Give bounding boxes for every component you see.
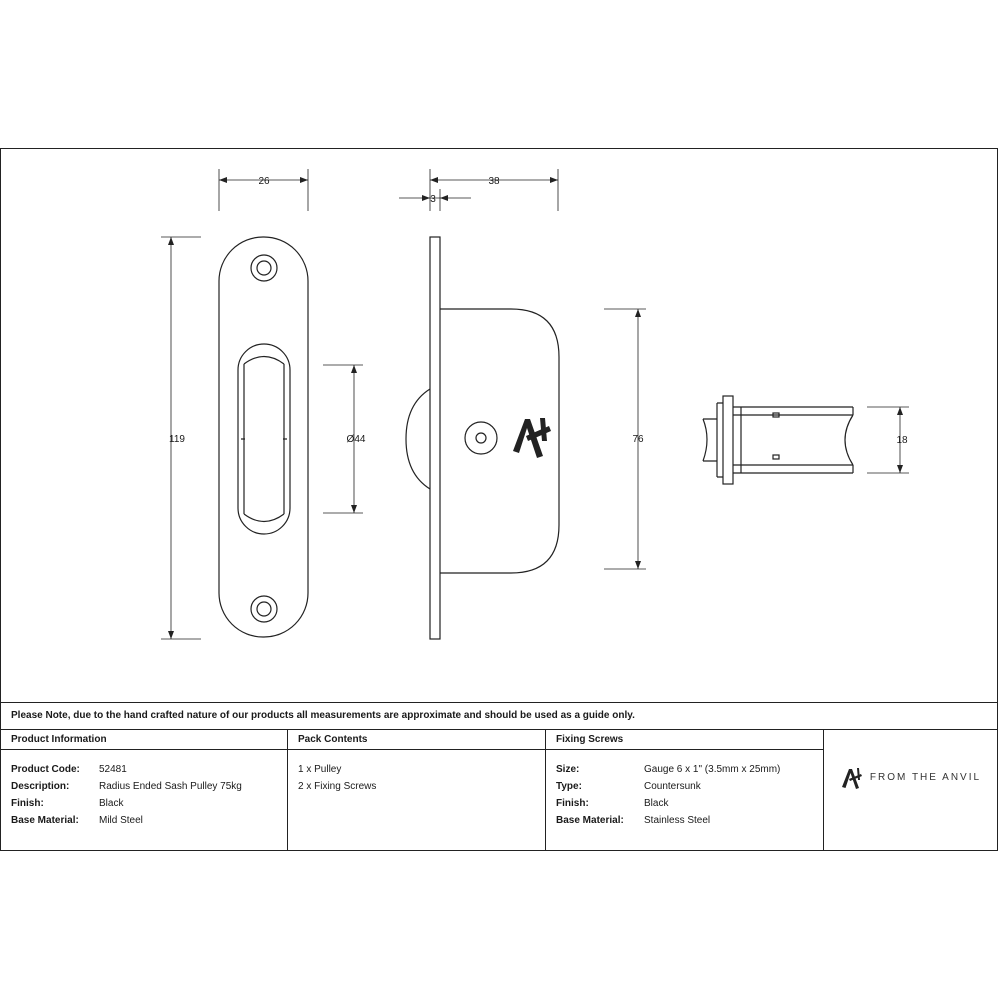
dim-front-width: 26	[258, 176, 270, 187]
base-material-label: Base Material:	[11, 815, 79, 826]
measurement-note: Please Note, due to the hand crafted nat…	[1, 702, 997, 730]
brand-logo: FROM THE ANVIL	[840, 767, 981, 789]
product-information-heading: Product Information	[1, 730, 287, 750]
finish-value: Black	[99, 798, 124, 809]
drawing-sheet: 26 119 Ø44 38 3 76 18 Please Note, due t…	[0, 148, 998, 851]
screw-size-label: Size:	[556, 764, 580, 775]
edge-view	[702, 395, 854, 485]
base-material-value: Mild Steel	[99, 815, 143, 826]
product-code-value: 52481	[99, 764, 127, 775]
anvil-a-logo-icon	[513, 418, 551, 458]
screw-row: Type: Countersunk	[546, 778, 823, 795]
screw-finish-label: Finish:	[556, 798, 589, 809]
product-row: Finish: Black	[1, 795, 287, 812]
product-row: Base Material: Mild Steel	[1, 812, 287, 829]
description-label: Description:	[11, 781, 70, 792]
dim-height: 119	[169, 434, 185, 445]
finish-label: Finish:	[11, 798, 44, 809]
dim-wheel-diameter: Ø44	[347, 434, 366, 445]
pack-contents-column: Pack Contents 1 x Pulley 2 x Fixing Scre…	[288, 730, 546, 850]
side-view	[405, 236, 560, 640]
screw-material-label: Base Material:	[556, 815, 624, 826]
dim-case-height: 76	[632, 434, 644, 445]
pack-contents-heading: Pack Contents	[288, 730, 545, 750]
front-view	[218, 236, 309, 638]
description-value: Radius Ended Sash Pulley 75kg	[99, 781, 242, 792]
screw-type-label: Type:	[556, 781, 582, 792]
dim-edge-width: 18	[896, 435, 908, 446]
pack-item: 2 x Fixing Screws	[298, 781, 377, 792]
screw-row: Base Material: Stainless Steel	[546, 812, 823, 829]
brand-name: FROM THE ANVIL	[869, 772, 982, 783]
screw-size-value: Gauge 6 x 1" (3.5mm x 25mm)	[644, 764, 781, 775]
product-row: Description: Radius Ended Sash Pulley 75k…	[1, 778, 287, 795]
product-information-column: Product Information Product Code: 52481 D…	[1, 730, 288, 850]
dim-faceplate-thickness: 3	[430, 194, 436, 205]
technical-drawing: 26 119 Ø44 38 3 76 18	[161, 169, 909, 640]
screw-row: Size: Gauge 6 x 1" (3.5mm x 25mm)	[546, 761, 823, 778]
screw-type-value: Countersunk	[644, 781, 701, 792]
screw-material-value: Stainless Steel	[644, 815, 711, 826]
pack-item: 1 x Pulley	[298, 764, 342, 775]
brand-column: FROM THE ANVIL	[824, 730, 997, 850]
screw-row: Finish: Black	[546, 795, 823, 812]
fixing-screws-heading: Fixing Screws	[546, 730, 823, 750]
anvil-a-logo-icon	[841, 767, 862, 789]
product-code-label: Product Code:	[11, 764, 80, 775]
dim-side-depth: 38	[488, 176, 500, 187]
fixing-screws-column: Fixing Screws Size: Gauge 6 x 1" (3.5mm x…	[546, 730, 824, 850]
screw-finish-value: Black	[644, 798, 669, 809]
info-table: Product Information Product Code: 52481 D…	[1, 730, 997, 850]
product-row: Product Code: 52481	[1, 761, 287, 778]
